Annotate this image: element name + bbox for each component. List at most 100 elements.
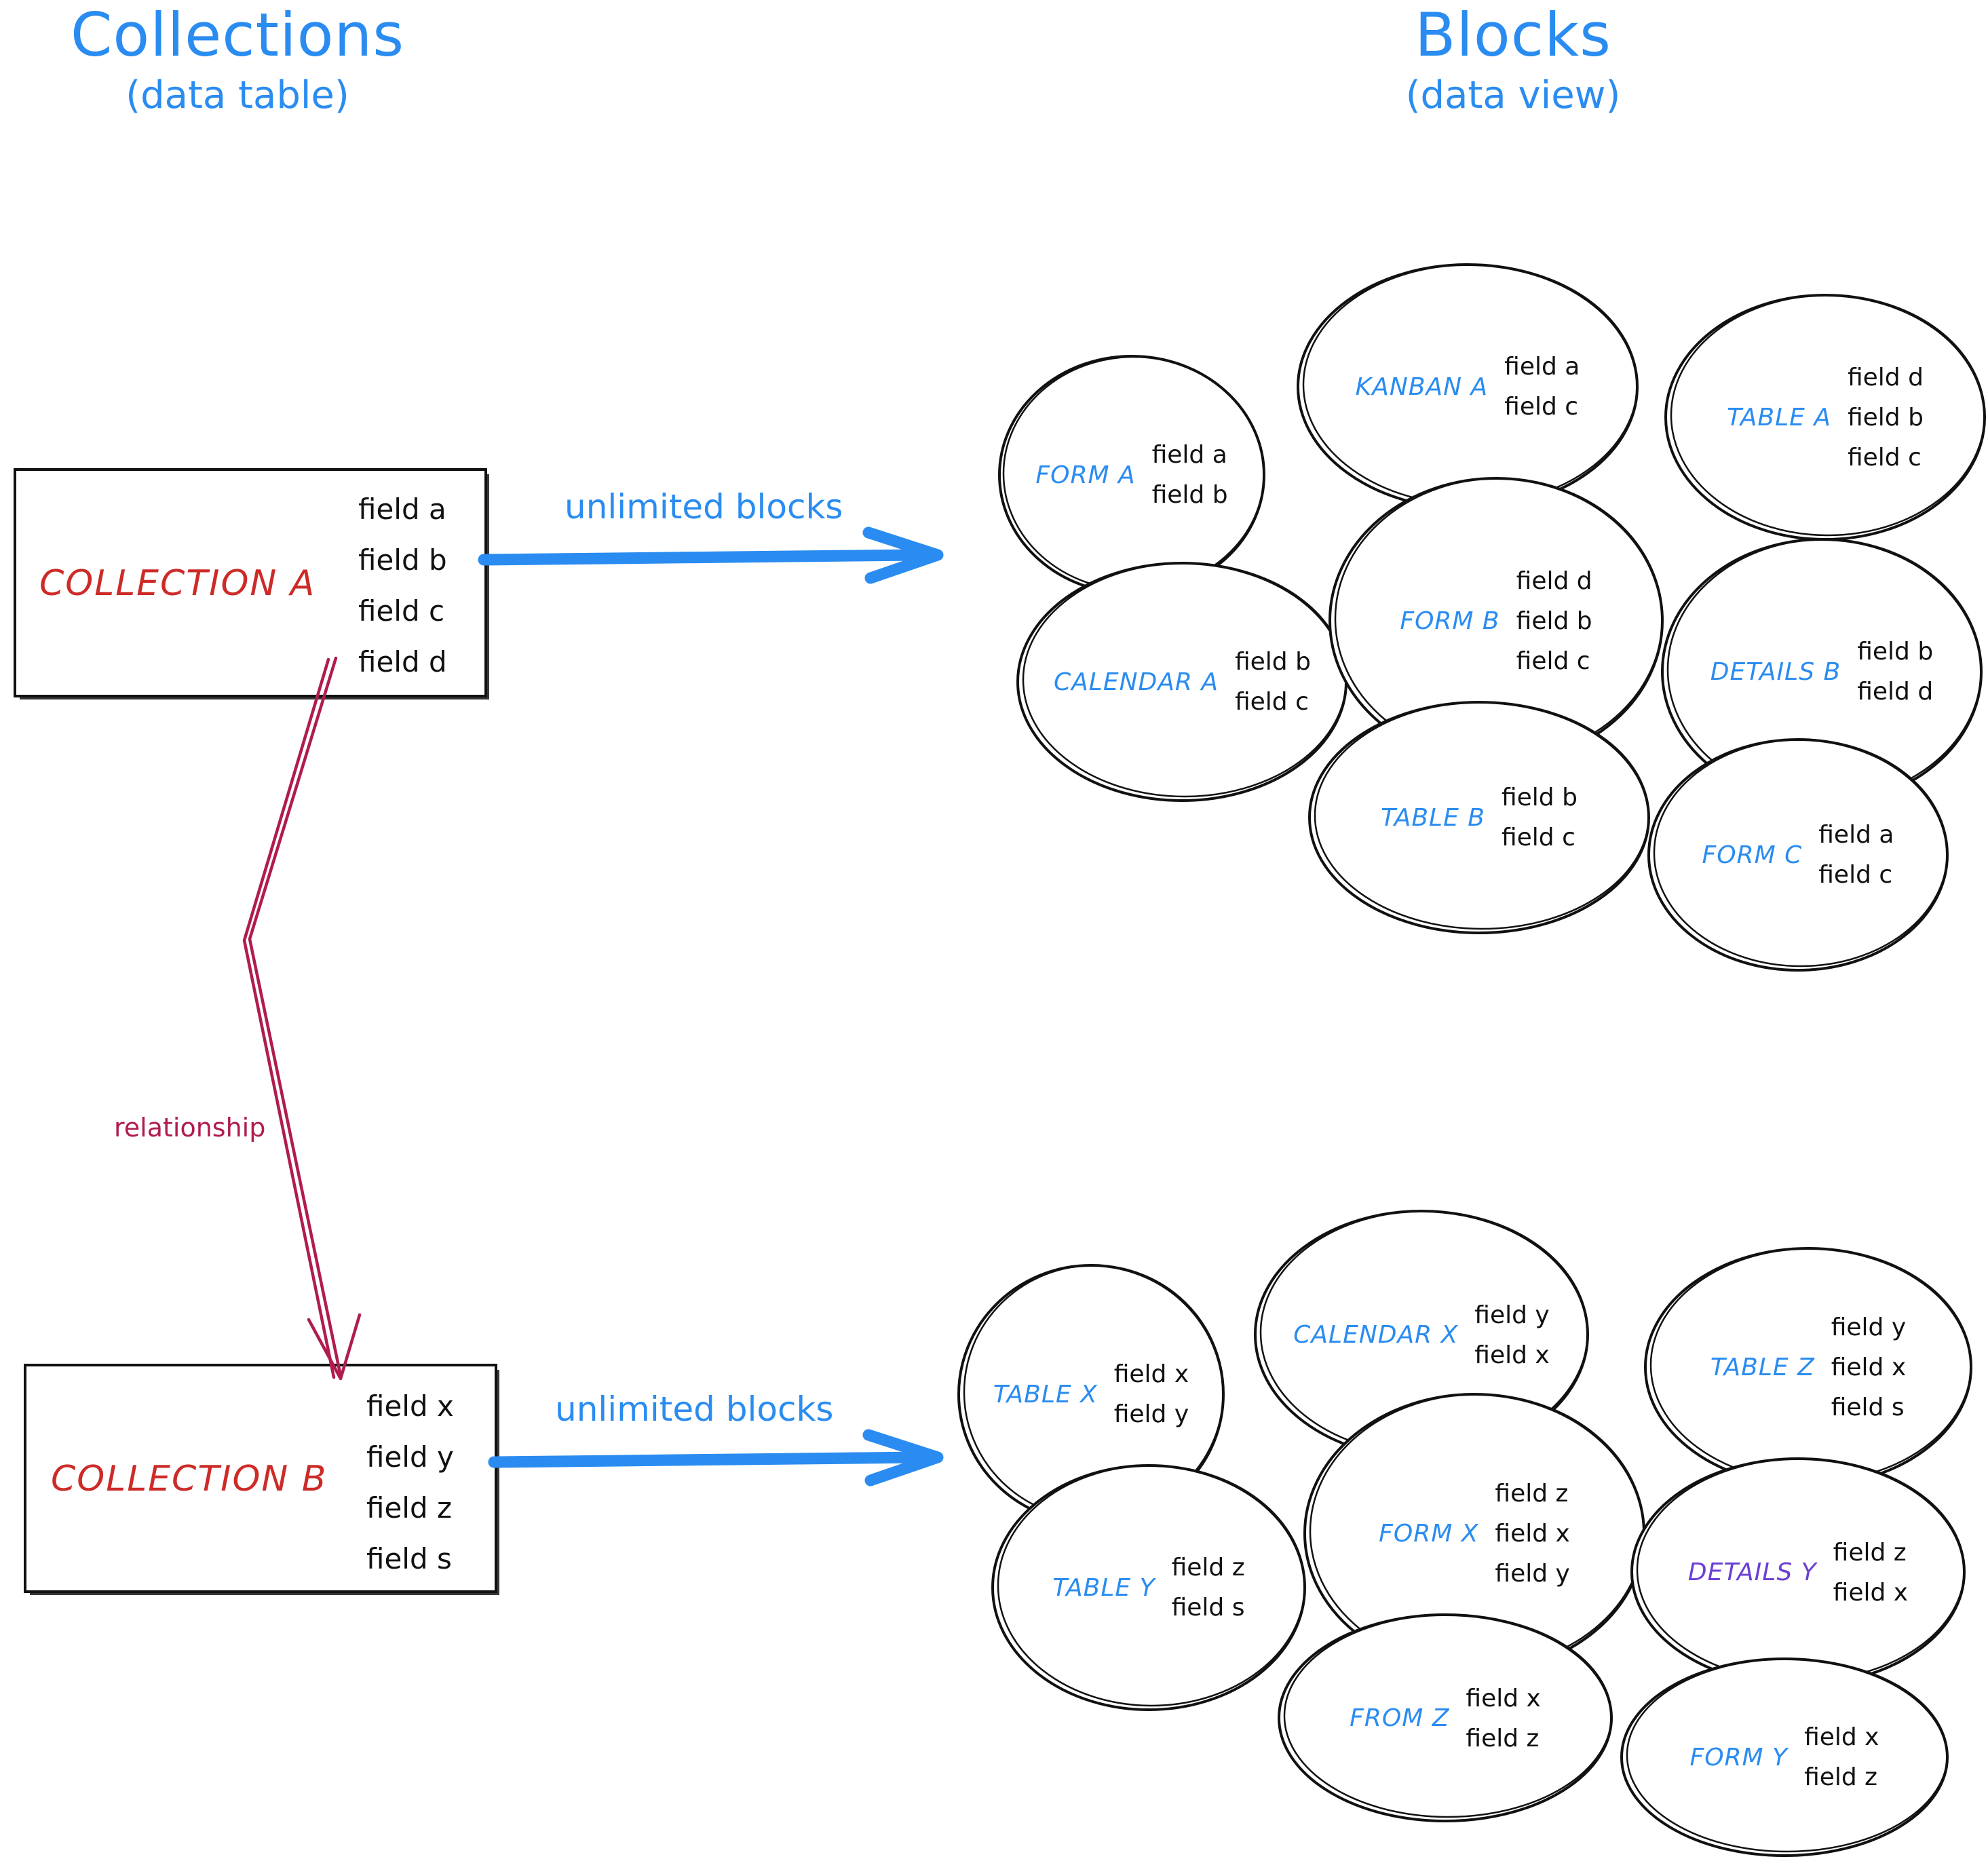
block-calendar-x[interactable]: CALENDAR X field y field x (1252, 1208, 1591, 1462)
collection-a-field-2: field c (358, 594, 445, 628)
block-label: FORM Y (1689, 1743, 1789, 1771)
ellipse-outline (1328, 477, 1664, 765)
block-label: TABLE Z (1710, 1353, 1815, 1381)
block-form-b[interactable]: FORM B field d field b field c (1326, 475, 1666, 767)
block-label: TABLE X (993, 1380, 1098, 1408)
block-calendar-a[interactable]: CALENDAR A field b field c (1014, 560, 1350, 804)
block-kanban-a[interactable]: KANBAN A field a field c (1295, 261, 1641, 512)
arrow-label-top: unlimited blocks (565, 487, 843, 526)
ellipse-outline (1278, 1613, 1613, 1822)
block-field: field x (1495, 1519, 1570, 1548)
collection-b-box[interactable] (24, 1364, 497, 1593)
block-label: TABLE B (1381, 803, 1485, 832)
block-label: DETAILS B (1710, 657, 1841, 686)
block-field: field b (1501, 784, 1578, 811)
block-fields: field a field c (1504, 353, 1580, 421)
collection-a-name: COLLECTION A (39, 563, 316, 604)
block-field: field z (1466, 1724, 1540, 1752)
collection-b-fields: field x field y field z field s (366, 1390, 454, 1575)
block-fields: field z field x field y (1495, 1480, 1569, 1588)
collection-b-field-1: field y (366, 1440, 454, 1474)
collection-a-field-0: field a (358, 493, 446, 526)
collection-a-fields: field a field b field c field d (358, 493, 447, 678)
collection-b-field-2: field z (366, 1491, 453, 1525)
block-field: field a (1818, 821, 1894, 849)
block-label: FORM A (1035, 461, 1136, 489)
arrow-unlimited-blocks-top (478, 526, 944, 584)
block-table-z[interactable]: TABLE Z field y field x field s (1642, 1245, 1974, 1489)
block-field: field c (1501, 824, 1575, 851)
block-field: field c (1516, 647, 1590, 675)
ellipse-outline (991, 1464, 1306, 1711)
block-field: field c (1234, 688, 1309, 716)
block-fields: field a field c (1818, 821, 1894, 889)
block-fields: field a field b (1152, 441, 1228, 509)
block-label: FORM C (1702, 841, 1803, 869)
block-fields: field x field z (1804, 1723, 1879, 1791)
block-fields: field b field c (1502, 784, 1578, 851)
collection-a-field-3: field d (358, 645, 447, 678)
block-field: field y (1495, 1559, 1570, 1588)
block-label: CALENDAR X (1293, 1321, 1459, 1349)
block-field: field a (1151, 441, 1227, 469)
ellipse-outline (1647, 738, 1949, 972)
ellipse-outline (957, 1264, 1225, 1525)
block-form-y[interactable]: FORM Y field x field z (1618, 1655, 1951, 1859)
block-field: field x (1804, 1723, 1879, 1751)
page-subtitle-collections: (data table) (126, 73, 349, 117)
block-field: field d (1516, 567, 1592, 595)
block-label: TABLE Y (1052, 1573, 1155, 1602)
block-field: field d (1847, 363, 1924, 391)
block-from-z[interactable]: FROM Z field x field z (1276, 1611, 1615, 1825)
block-field: field x (1831, 1353, 1907, 1381)
block-field: field x (1466, 1684, 1541, 1712)
block-form-a[interactable]: FORM A field a field b (996, 353, 1267, 597)
block-fields: field z field s (1172, 1554, 1245, 1622)
block-details-y[interactable]: DETAILS Y field z field x (1628, 1455, 1968, 1689)
block-label: KANBAN A (1355, 372, 1489, 401)
block-label: DETAILS Y (1687, 1558, 1817, 1586)
block-table-a[interactable]: TABLE A field d field b field c (1662, 292, 1988, 543)
block-table-x[interactable]: TABLE X field x field y (955, 1262, 1227, 1527)
arrow-label-bottom: unlimited blocks (555, 1390, 834, 1429)
ellipse-outline (1664, 294, 1986, 541)
block-field: field b (1516, 607, 1592, 635)
ellipse-outline (1308, 701, 1650, 934)
block-label: FORM B (1400, 607, 1500, 635)
collection-b-field-0: field x (366, 1390, 454, 1423)
block-field: field z (1833, 1538, 1907, 1567)
collection-a-box[interactable] (14, 468, 487, 697)
page-subtitle-blocks: (data view) (1405, 73, 1621, 117)
block-table-y[interactable]: TABLE Y field z field s (989, 1462, 1308, 1713)
block-field: field y (1474, 1301, 1550, 1329)
block-label: TABLE A (1727, 403, 1831, 432)
block-field: field b (1847, 403, 1924, 432)
block-field: field c (1818, 861, 1893, 889)
block-field: field y (1831, 1313, 1907, 1341)
block-field: field y (1113, 1400, 1189, 1428)
page-title-collections: Collections (70, 0, 405, 70)
block-form-c[interactable]: FORM C field a field c (1645, 736, 1951, 974)
block-field: field b (1857, 638, 1934, 666)
block-field: field x (1833, 1578, 1909, 1607)
block-fields: field b field d (1857, 638, 1933, 706)
block-fields: field d field b field c (1848, 364, 1924, 472)
block-form-x[interactable]: FORM X field z field x field y (1301, 1391, 1647, 1676)
block-field: field a (1504, 353, 1580, 381)
block-table-b[interactable]: TABLE B field b field c (1306, 699, 1652, 936)
block-fields: field z field x (1833, 1539, 1908, 1607)
collection-b-name: COLLECTION B (51, 1459, 328, 1499)
block-fields: field x field z (1466, 1685, 1540, 1752)
block-field: field x (1113, 1360, 1189, 1388)
block-field: field s (1171, 1594, 1245, 1622)
relationship-label: relationship (114, 1113, 266, 1143)
block-fields: field y field x field s (1831, 1314, 1906, 1421)
block-field: field z (1495, 1479, 1569, 1508)
block-field: field x (1474, 1341, 1550, 1369)
block-details-b[interactable]: DETAILS B field b field d (1659, 536, 1985, 807)
block-fields: field b field c (1235, 648, 1311, 716)
block-field: field z (1804, 1763, 1878, 1791)
block-fields: field d field b field c (1516, 567, 1592, 675)
